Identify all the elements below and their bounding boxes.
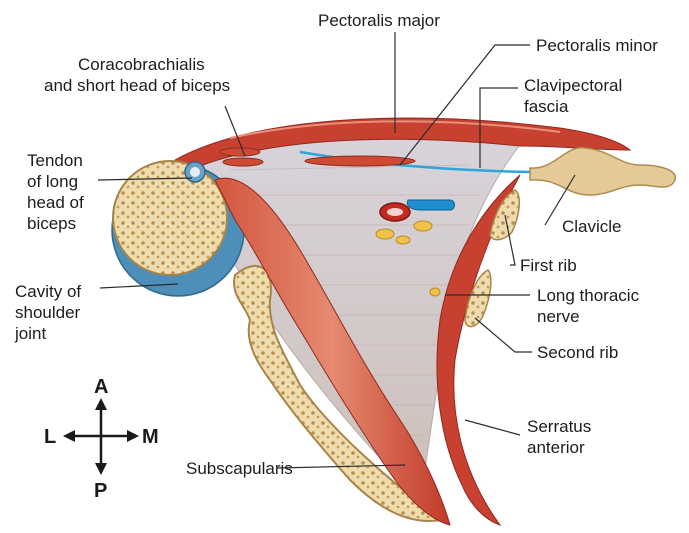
- compass-lateral: L: [44, 426, 56, 448]
- label-long-thoracic-1: Long thoracic: [537, 286, 640, 305]
- label-coracobrachialis-2: and short head of biceps: [44, 76, 230, 95]
- brachial-plexus-cord-2: [414, 221, 432, 231]
- label-second-rib: Second rib: [537, 343, 618, 362]
- tendon-center: [190, 167, 200, 177]
- pectoralis-minor-muscle: [305, 156, 415, 166]
- label-serratus-2: anterior: [527, 438, 585, 457]
- coracobrachialis-muscle: [220, 148, 260, 156]
- label-tendon-2: of long: [27, 172, 78, 191]
- short-head-biceps-muscle: [223, 158, 263, 166]
- label-cavity-1: Cavity of: [15, 282, 81, 301]
- label-clavipectoral-1: Clavipectoral: [524, 76, 622, 95]
- label-tendon-1: Tendon: [27, 151, 83, 170]
- brachial-plexus-cord-3: [396, 236, 410, 244]
- label-pectoralis-major: Pectoralis major: [318, 11, 440, 30]
- label-clavicle: Clavicle: [562, 217, 622, 236]
- label-long-thoracic-2: nerve: [537, 307, 580, 326]
- brachial-plexus-cord-1: [376, 229, 394, 239]
- label-serratus-1: Serratus: [527, 417, 591, 436]
- label-first-rib: First rib: [520, 256, 577, 275]
- compass-posterior: P: [94, 480, 107, 502]
- artery-lumen: [387, 208, 403, 216]
- axillary-vein: [407, 200, 454, 210]
- label-coracobrachialis-1: Coracobrachialis: [78, 55, 205, 74]
- label-clavipectoral-2: fascia: [524, 97, 569, 116]
- label-cavity-2: shoulder: [15, 303, 81, 322]
- label-subscapularis: Subscapularis: [186, 459, 293, 478]
- label-tendon-4: biceps: [27, 214, 76, 233]
- label-tendon-3: head of: [27, 193, 84, 212]
- label-pectoralis-minor: Pectoralis minor: [536, 36, 658, 55]
- label-cavity-3: joint: [14, 324, 46, 343]
- orientation-compass: [63, 398, 139, 475]
- compass-anterior: A: [94, 376, 108, 398]
- long-thoracic-nerve: [430, 288, 440, 296]
- clavicle-bone: [530, 148, 675, 195]
- compass-medial: M: [142, 426, 159, 448]
